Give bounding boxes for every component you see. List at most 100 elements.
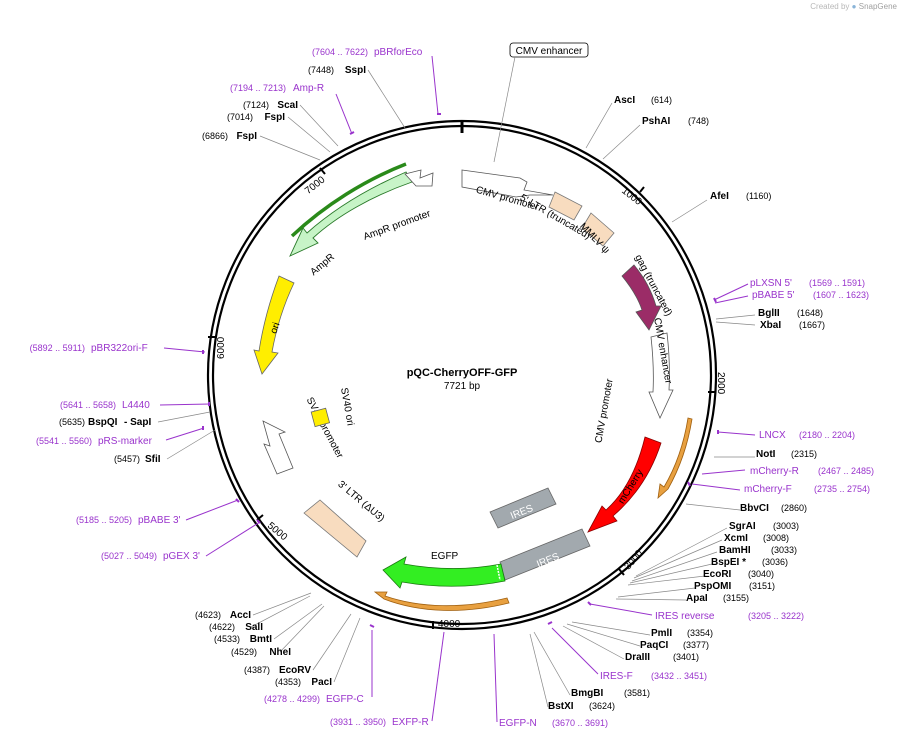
primer-egfp-c[interactable]: EGFP-C	[326, 694, 364, 705]
primer-range: (5185 .. 5205)	[76, 515, 132, 525]
feature-label: EGFP	[431, 551, 459, 562]
primer-range: (4278 .. 4299)	[264, 694, 320, 704]
enzyme-bspqi[interactable]: BspQI	[88, 417, 118, 428]
credit-brand: SnapGene	[858, 2, 897, 11]
leader-line	[493, 56, 516, 163]
tick-mark	[256, 514, 264, 521]
tick-label-6000: 6000	[216, 336, 227, 359]
feature-gag	[621, 264, 662, 331]
enzyme-asci[interactable]: AscI	[614, 95, 635, 106]
enzyme-ecorv[interactable]: EcoRV	[279, 665, 311, 676]
primer-range: (1569 .. 1591)	[809, 278, 865, 288]
primer-range: (3205 .. 3222)	[748, 611, 804, 621]
primer-range: (2180 .. 2204)	[799, 430, 855, 440]
primer-amp-r[interactable]: Amp-R	[293, 83, 324, 94]
enzyme-nhei[interactable]: NheI	[269, 647, 291, 658]
snapgene-logo-icon: ●	[851, 2, 857, 11]
enzymes-left: (7448) SspI (7124) ScaI (7014) FspI (686…	[59, 65, 366, 688]
primer-pbrforeco[interactable]: pBRforEco	[374, 47, 423, 58]
primer-plxsn-5[interactable]: pLXSN 5'	[750, 278, 792, 289]
enzyme-bspei[interactable]: BspEI *	[711, 557, 746, 568]
feature-label: ori	[268, 321, 282, 335]
enzyme-pos: (3008)	[763, 533, 789, 543]
enzyme-bstxi[interactable]: BstXI	[548, 701, 574, 712]
enzyme-sgrai[interactable]: SgrAI	[729, 521, 756, 532]
enzyme-xbai[interactable]: XbaI	[760, 320, 781, 331]
feature-ori	[253, 275, 295, 375]
primer-ires-f[interactable]: IRES-F	[600, 671, 633, 682]
enzyme-pos: (7014)	[227, 112, 253, 122]
primer-prs-marker[interactable]: pRS-marker	[98, 436, 153, 447]
enzyme-paci[interactable]: PacI	[311, 677, 332, 688]
primer-egfp-n[interactable]: EGFP-N	[499, 718, 537, 729]
feature-label: mCherry	[616, 468, 646, 506]
cmv-enhancer-label: CMV enhancer	[516, 46, 583, 57]
primer-range: (5541 .. 5560)	[36, 436, 92, 446]
enzyme-bmgbi[interactable]: BmgBI	[571, 688, 603, 699]
feature-label: 3' LTR (ΔU3)	[335, 479, 386, 524]
enzyme-fspi[interactable]: FspI	[236, 131, 257, 142]
enzyme-sapi[interactable]: - SapI	[124, 417, 151, 428]
cmv-enhancer-box	[509, 42, 589, 58]
enzyme-bmti[interactable]: BmtI	[250, 634, 272, 645]
enzyme-scai[interactable]: ScaI	[277, 100, 298, 111]
enzyme-pos: (3151)	[749, 581, 775, 591]
enzyme-pos: (3033)	[771, 545, 797, 555]
enzyme-ecori[interactable]: EcoRI	[703, 569, 732, 580]
enzyme-sali[interactable]: SalI	[245, 622, 263, 633]
enzyme-apai[interactable]: ApaI	[686, 593, 708, 604]
primers: (7604 .. 7622) pBRforEco (7194 .. 7213) …	[30, 47, 874, 729]
primer-range: (2467 .. 2485)	[818, 466, 874, 476]
enzyme-draiii[interactable]: DraIII	[625, 652, 650, 663]
enzyme-pos: (2315)	[791, 449, 817, 459]
feature-sv40-promoter	[262, 420, 294, 475]
enzyme-sfii[interactable]: SfiI	[145, 454, 161, 465]
enzyme-bamhi[interactable]: BamHI	[719, 545, 751, 556]
feature-label: SV40 ori	[338, 387, 355, 427]
primer-lncx[interactable]: LNCX	[759, 430, 786, 441]
enzyme-pos: (3624)	[589, 701, 615, 711]
feature-primer-arc-right	[657, 417, 693, 500]
primer-pbabe-3[interactable]: pBABE 3'	[138, 515, 181, 526]
feature-ampr	[289, 171, 413, 257]
plasmid-length: 7721 bp	[444, 381, 481, 392]
enzyme-pmli[interactable]: PmlI	[651, 628, 672, 639]
primer-pgex-3[interactable]: pGEX 3'	[163, 551, 200, 562]
enzyme-noti[interactable]: NotI	[756, 449, 776, 460]
enzyme-paqci[interactable]: PaqCI	[640, 640, 669, 651]
enzyme-pshai[interactable]: PshAI	[642, 116, 671, 127]
enzyme-xcmi[interactable]: XcmI	[724, 533, 748, 544]
ruler-ticks: 1000 2000 3000 4000 5000 6000 7000	[208, 167, 726, 630]
enzyme-bbvci[interactable]: BbvCI	[740, 503, 769, 514]
feature-ampr-promoter	[404, 169, 434, 187]
primer-pbabe-5[interactable]: pBABE 5'	[752, 290, 795, 301]
enzyme-pos: (3581)	[624, 688, 650, 698]
primer-pbr322ori-f[interactable]: pBR322ori-F	[91, 343, 148, 354]
primer-range: (3931 .. 3950)	[330, 717, 386, 727]
leader-lines	[157, 69, 756, 708]
tick-label-3000: 3000	[623, 548, 646, 572]
enzyme-pos: (7124)	[243, 100, 269, 110]
enzyme-pos: (7448)	[308, 65, 334, 75]
enzyme-sspi[interactable]: SspI	[345, 65, 366, 76]
enzyme-afei[interactable]: AfeI	[710, 191, 729, 202]
enzyme-pos: (1648)	[797, 308, 823, 318]
enzyme-pvui[interactable]: FspI	[264, 112, 285, 123]
enzyme-bglii[interactable]: BglII	[758, 308, 780, 319]
primer-mcherry-f[interactable]: mCherry-F	[744, 484, 792, 495]
feature-label: SV40 promoter	[304, 396, 346, 461]
enzyme-pspomi[interactable]: PspOMI	[694, 581, 731, 592]
primer-ires-reverse[interactable]: IRES reverse	[655, 611, 715, 622]
plasmid-name: pQC-CherryOFF-GFP	[407, 367, 518, 379]
primer-l4440[interactable]: L4440	[122, 400, 150, 411]
tick-label-7000: 7000	[303, 174, 328, 197]
feature-primer-arc-bottom	[373, 591, 510, 611]
primer-range: (3432 .. 3451)	[651, 671, 707, 681]
feature-mcherry	[587, 436, 662, 533]
primer-mcherry-r[interactable]: mCherry-R	[750, 466, 799, 477]
primer-range: (7604 .. 7622)	[312, 47, 368, 57]
enzyme-pos: (4533)	[214, 634, 240, 644]
primer-exfp-r[interactable]: EXFP-R	[392, 717, 429, 728]
enzyme-acci[interactable]: AccI	[230, 610, 251, 621]
feature-cmv-enhancer	[648, 332, 674, 419]
